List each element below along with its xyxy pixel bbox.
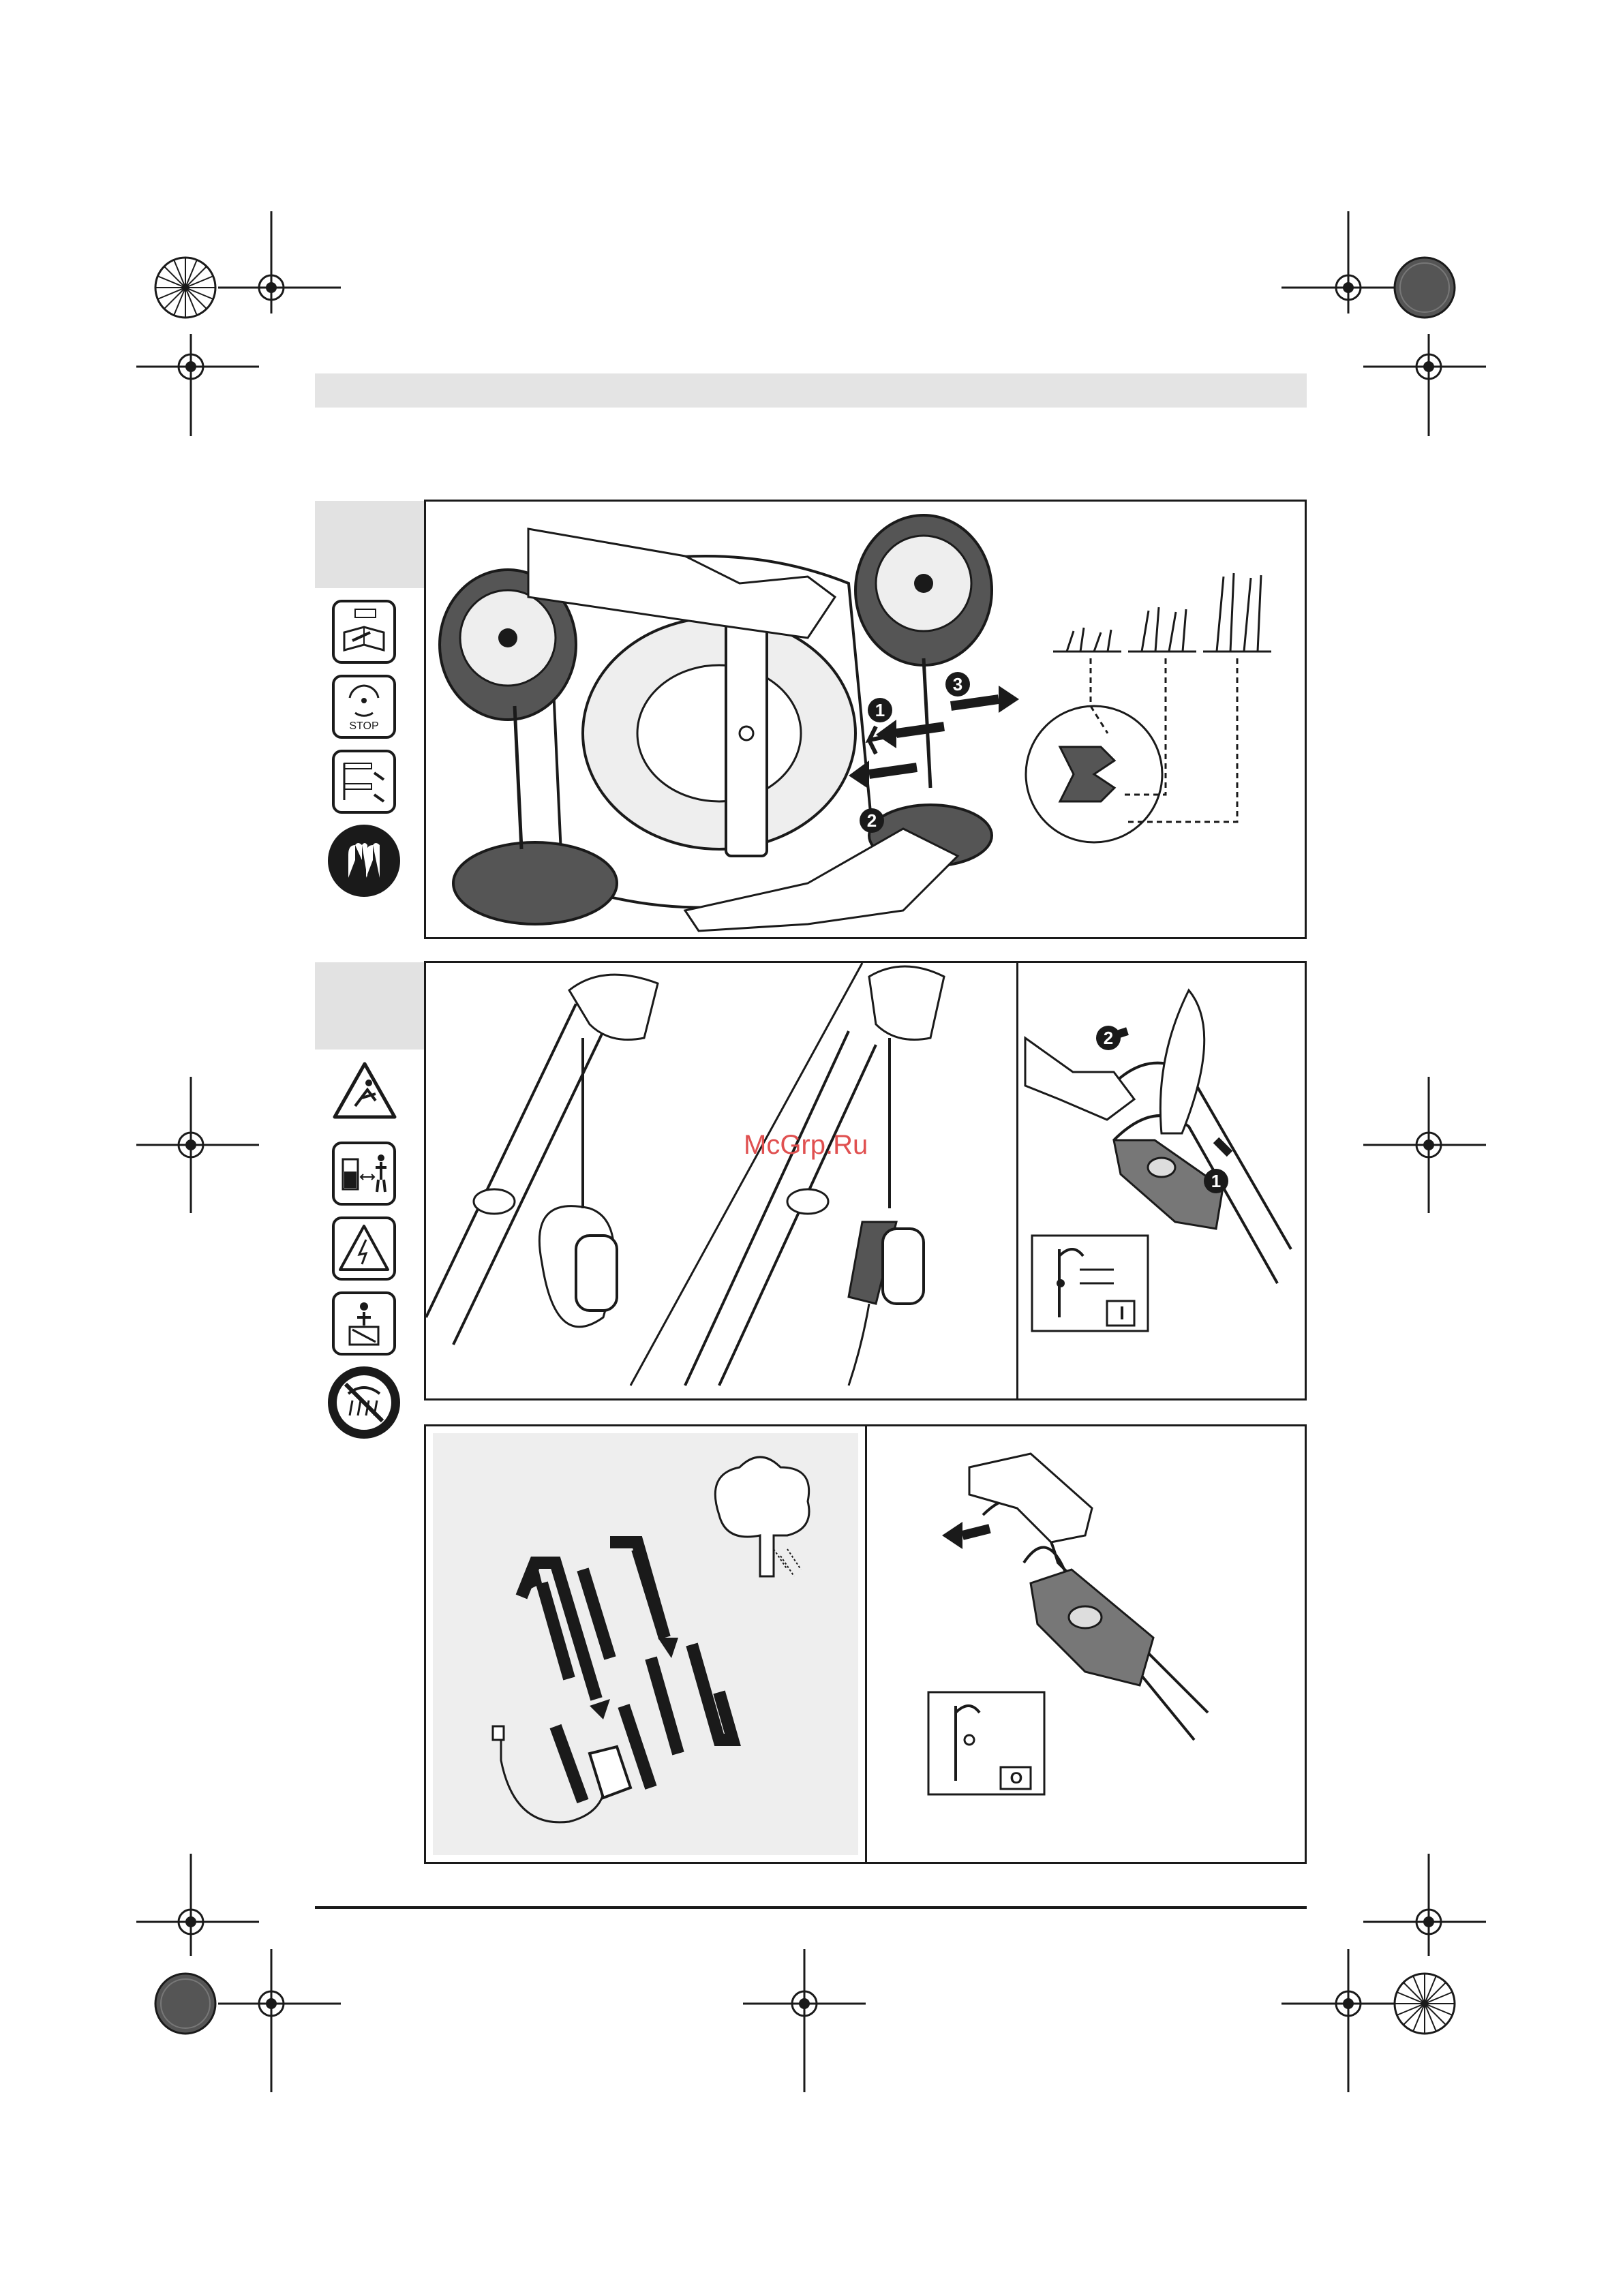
bystanders-away-icon [332, 1291, 396, 1356]
watermark: McGrp.Ru [744, 1130, 868, 1161]
no-rain-icon [328, 1366, 400, 1439]
switch-on-illustration [1018, 963, 1305, 1398]
figure-tab-2 [315, 962, 424, 1050]
blade-adjust-icon [332, 750, 396, 814]
step-badge-2: 2 [860, 808, 884, 833]
figure-3-mowing-pattern [424, 1424, 867, 1864]
figure-tab-1 [315, 501, 424, 588]
step-badge-1-switch: 1 [1204, 1169, 1228, 1193]
crosshair-bottom-left-icon [218, 1922, 341, 2092]
crosshair-mid-left-icon [136, 1077, 259, 1213]
crosshair-left-upper-icon [136, 334, 259, 436]
switch-off-illustration [867, 1426, 1305, 1862]
keep-distance-icon [332, 1142, 396, 1206]
wear-gloves-icon [328, 825, 400, 897]
step-badge-1: 1 [868, 698, 892, 722]
figure-2-switch-on: 2 1 I [1016, 961, 1307, 1400]
crosshair-mid-right-icon [1363, 1077, 1486, 1213]
crosshair-right-upper-icon [1363, 334, 1486, 436]
crosshair-bottom-center-icon [743, 1922, 866, 2092]
mower-underside-illustration [426, 502, 1305, 937]
header-band [315, 373, 1307, 408]
stop-label: STOP [349, 720, 378, 732]
registration-mark-gray-icon [1370, 233, 1479, 342]
step-badge-2-switch: 2 [1096, 1026, 1121, 1050]
mowing-pattern-illustration [433, 1433, 858, 1855]
switch-on-symbol: I [1108, 1302, 1136, 1325]
stop-rotation-icon: STOP [332, 675, 396, 739]
switch-off-symbol: O [1002, 1769, 1031, 1789]
footer-rule [315, 1906, 1307, 1909]
slip-hazard-icon [331, 1060, 399, 1121]
figure-1-height-adjust: 1 2 3 [424, 500, 1307, 939]
figure-3-switch-off: O [865, 1424, 1307, 1864]
read-manual-icon [332, 600, 396, 664]
wheel-front-right [855, 515, 992, 665]
figure-2-cable-connection: McGrp.Ru [424, 961, 1018, 1400]
electric-hazard-icon [332, 1216, 396, 1281]
step-badge-3: 3 [945, 672, 970, 697]
cable-plug-illustration [426, 963, 1016, 1398]
registration-mark-sunburst-bottom-icon [1370, 1949, 1479, 2058]
wheel-rear-left [453, 842, 617, 924]
